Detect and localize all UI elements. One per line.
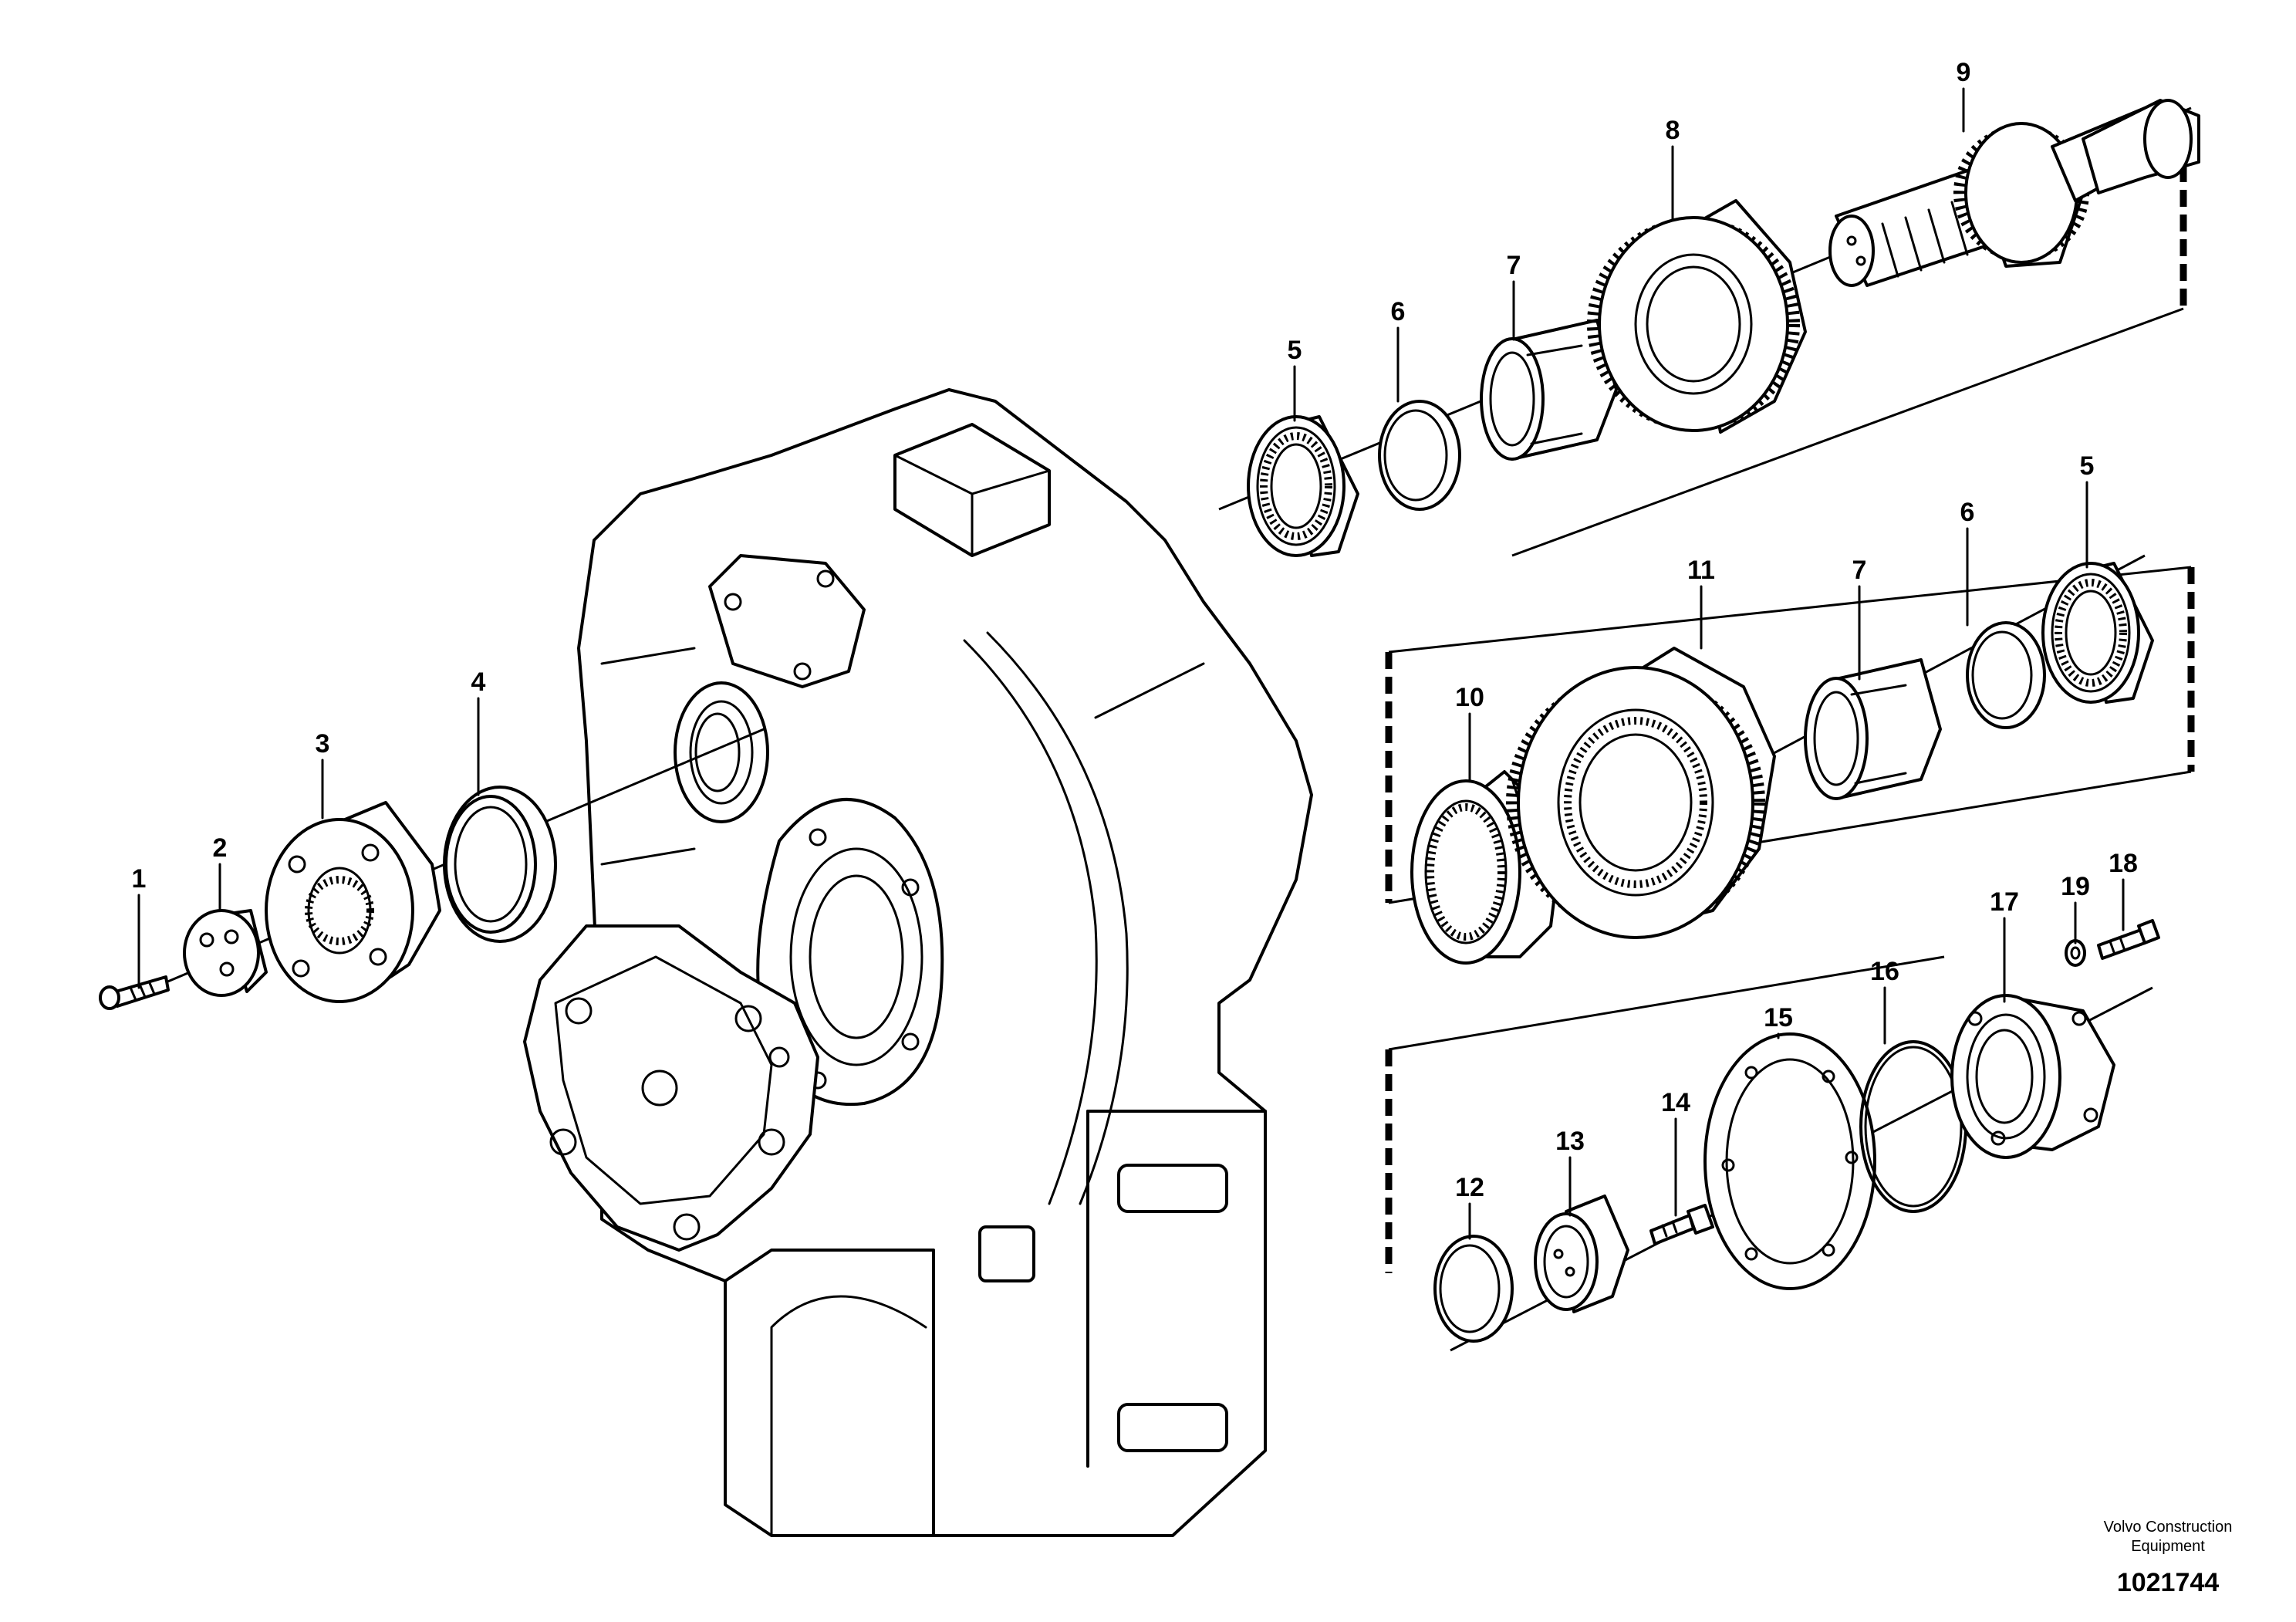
label-part-14: 14 — [1661, 1088, 1690, 1117]
bolt-icon — [1649, 1204, 1714, 1245]
seal-ring-icon — [1966, 621, 2046, 729]
label-part-7-top: 7 — [1507, 251, 1521, 280]
bearing-icon — [2041, 562, 2154, 704]
label-part-6-top: 6 — [1391, 297, 1406, 326]
flange-icon — [265, 801, 441, 1003]
bearing-icon — [1804, 658, 1942, 800]
bolt-icon — [2097, 919, 2160, 960]
o-ring-icon — [1859, 1040, 1967, 1213]
label-part-3: 3 — [316, 729, 330, 759]
shaft-icon — [1828, 99, 2200, 287]
label-part-8: 8 — [1666, 116, 1680, 145]
label-part-5-mid: 5 — [2080, 451, 2095, 481]
seal-ring-icon — [1378, 400, 1461, 511]
label-part-1: 1 — [132, 864, 147, 894]
plug-icon — [1534, 1195, 1629, 1313]
label-part-5-top: 5 — [1288, 336, 1302, 365]
gear-icon — [1587, 199, 1807, 434]
label-part-18: 18 — [2109, 849, 2138, 878]
group-boundary-lines — [1385, 110, 2195, 1273]
bearing-cover-icon — [1950, 994, 2115, 1159]
label-part-7-mid: 7 — [1852, 556, 1867, 585]
label-part-15: 15 — [1764, 1003, 1793, 1032]
label-part-9: 9 — [1957, 58, 1971, 87]
washer-icon — [2065, 939, 2086, 967]
label-part-16: 16 — [1870, 957, 1899, 986]
gasket-icon — [1703, 1032, 1876, 1290]
brand-line-1: Volvo Construction — [2104, 1519, 2233, 1536]
label-part-12: 12 — [1455, 1173, 1484, 1202]
footer-block: Volvo Construction Equipment 1021744 — [2104, 1519, 2233, 1597]
label-part-10: 10 — [1455, 683, 1484, 712]
bearing-icon — [1480, 319, 1618, 461]
label-part-11: 11 — [1687, 556, 1715, 585]
label-part-17: 17 — [1990, 887, 2019, 917]
leader-lines — [137, 87, 2125, 1240]
label-part-4: 4 — [471, 667, 486, 697]
transfer-case-housing-icon — [523, 388, 1313, 1537]
seal-ring-icon — [1433, 1235, 1514, 1343]
label-part-6-mid: 6 — [1960, 498, 1975, 527]
seal-ring-icon — [443, 786, 557, 943]
gear-icon — [1506, 647, 1776, 939]
bearing-icon — [1247, 415, 1359, 557]
label-part-19: 19 — [2061, 872, 2090, 901]
part-labels: 1 2 3 4 5 6 7 8 9 10 11 7 6 5 12 13 14 1… — [132, 58, 2138, 1202]
brand-line-2: Equipment — [2131, 1538, 2205, 1555]
bolt-icon — [99, 975, 170, 1010]
label-part-2: 2 — [213, 833, 228, 863]
label-part-13: 13 — [1555, 1127, 1585, 1156]
drawing-number: 1021744 — [2117, 1568, 2219, 1597]
washer-plate-icon — [183, 909, 268, 997]
